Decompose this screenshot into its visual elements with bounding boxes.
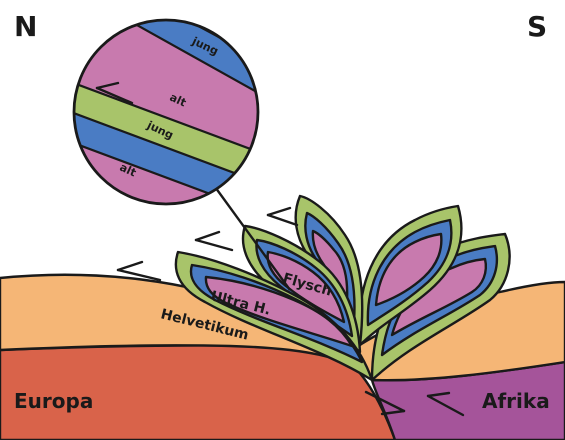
inset-label-alt-low: alt [118,161,138,180]
thrust-arrow-icon [116,260,162,282]
thrust-arrow-icon [266,206,299,227]
nappe-upper-right-inner [374,232,443,307]
inset-circle-border [72,18,260,206]
inset-pointer-line [209,179,291,291]
subduction-arrow-icon [426,391,465,417]
thrust-arrow-icon [194,230,234,252]
ultra-nappe-inner [204,275,354,348]
inset-label-alt-top: alt [168,91,188,110]
afrika-label: Afrika [482,389,550,413]
thrust-arrow-icon [95,81,134,105]
subduction-arrow-icon [364,390,406,416]
inset-band-green-mid [74,78,258,190]
europa-label: Europa [14,389,93,413]
north-label: N [14,10,37,43]
inset-magnifier [74,20,258,204]
inset-band-blue-top [110,20,258,105]
south-label: S [527,10,547,43]
nappe-stack [174,194,511,382]
